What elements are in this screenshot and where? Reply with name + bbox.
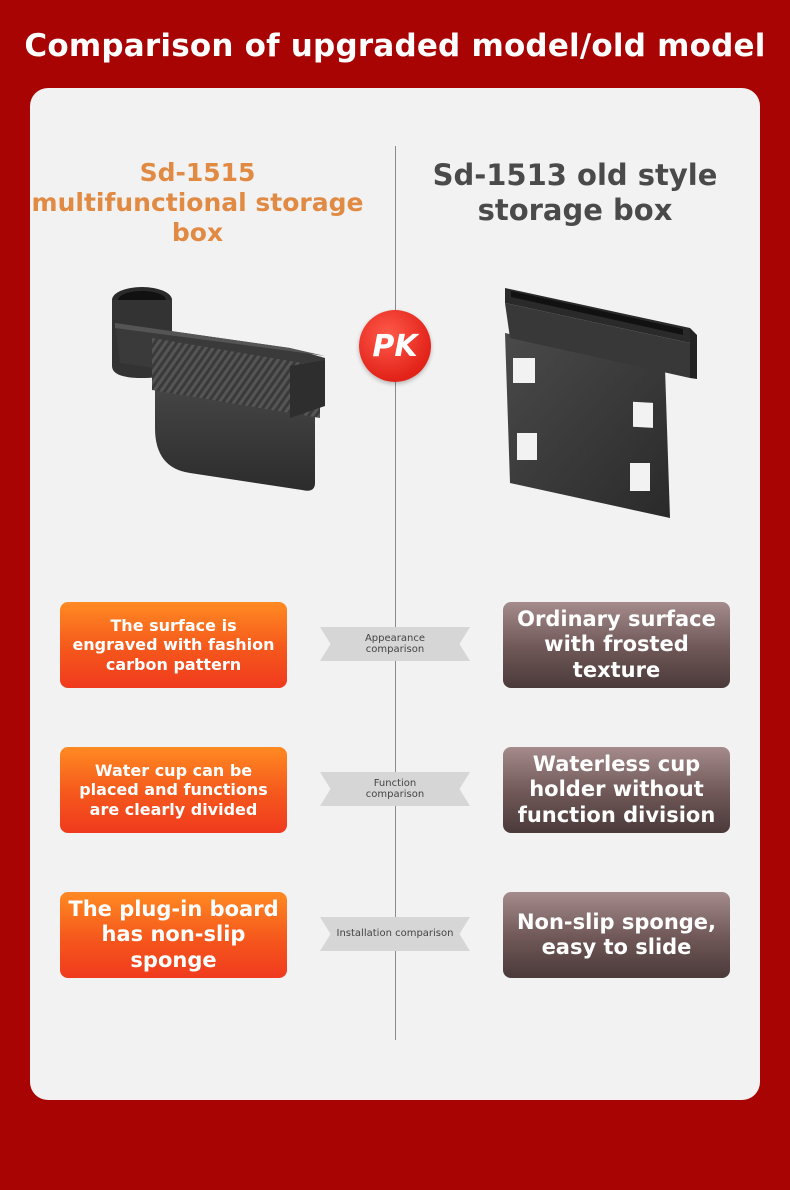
function-comparison-label: Function comparison — [320, 772, 470, 806]
old-model-heading: Sd-1513 old style storage box — [432, 158, 718, 227]
old-storage-box-image — [505, 288, 697, 518]
old-feature-appearance: Ordinary surface with frosted texture — [503, 602, 730, 688]
new-model-heading: Sd-1515 multifunctional storage box — [31, 158, 364, 247]
installation-comparison-label: Installation comparison — [320, 917, 470, 951]
appearance-comparison-label: Appearance comparison — [320, 627, 470, 661]
page-title: Comparison of upgraded model/old model — [24, 28, 766, 64]
new-storage-box-image — [112, 287, 325, 491]
comparison-panel: Sd-1515 multifunctional storage box Sd-1… — [30, 88, 760, 1100]
new-feature-function: Water cup can be placed and functions ar… — [60, 747, 287, 833]
new-feature-installation: The plug-in board has non-slip sponge — [60, 892, 287, 978]
old-feature-function: Waterless cup holder without function di… — [503, 747, 730, 833]
pk-badge: PK — [359, 310, 431, 382]
old-feature-installation: Non-slip sponge, easy to slide — [503, 892, 730, 978]
center-divider — [395, 146, 396, 1040]
new-feature-appearance: The surface is engraved with fashion car… — [60, 602, 287, 688]
